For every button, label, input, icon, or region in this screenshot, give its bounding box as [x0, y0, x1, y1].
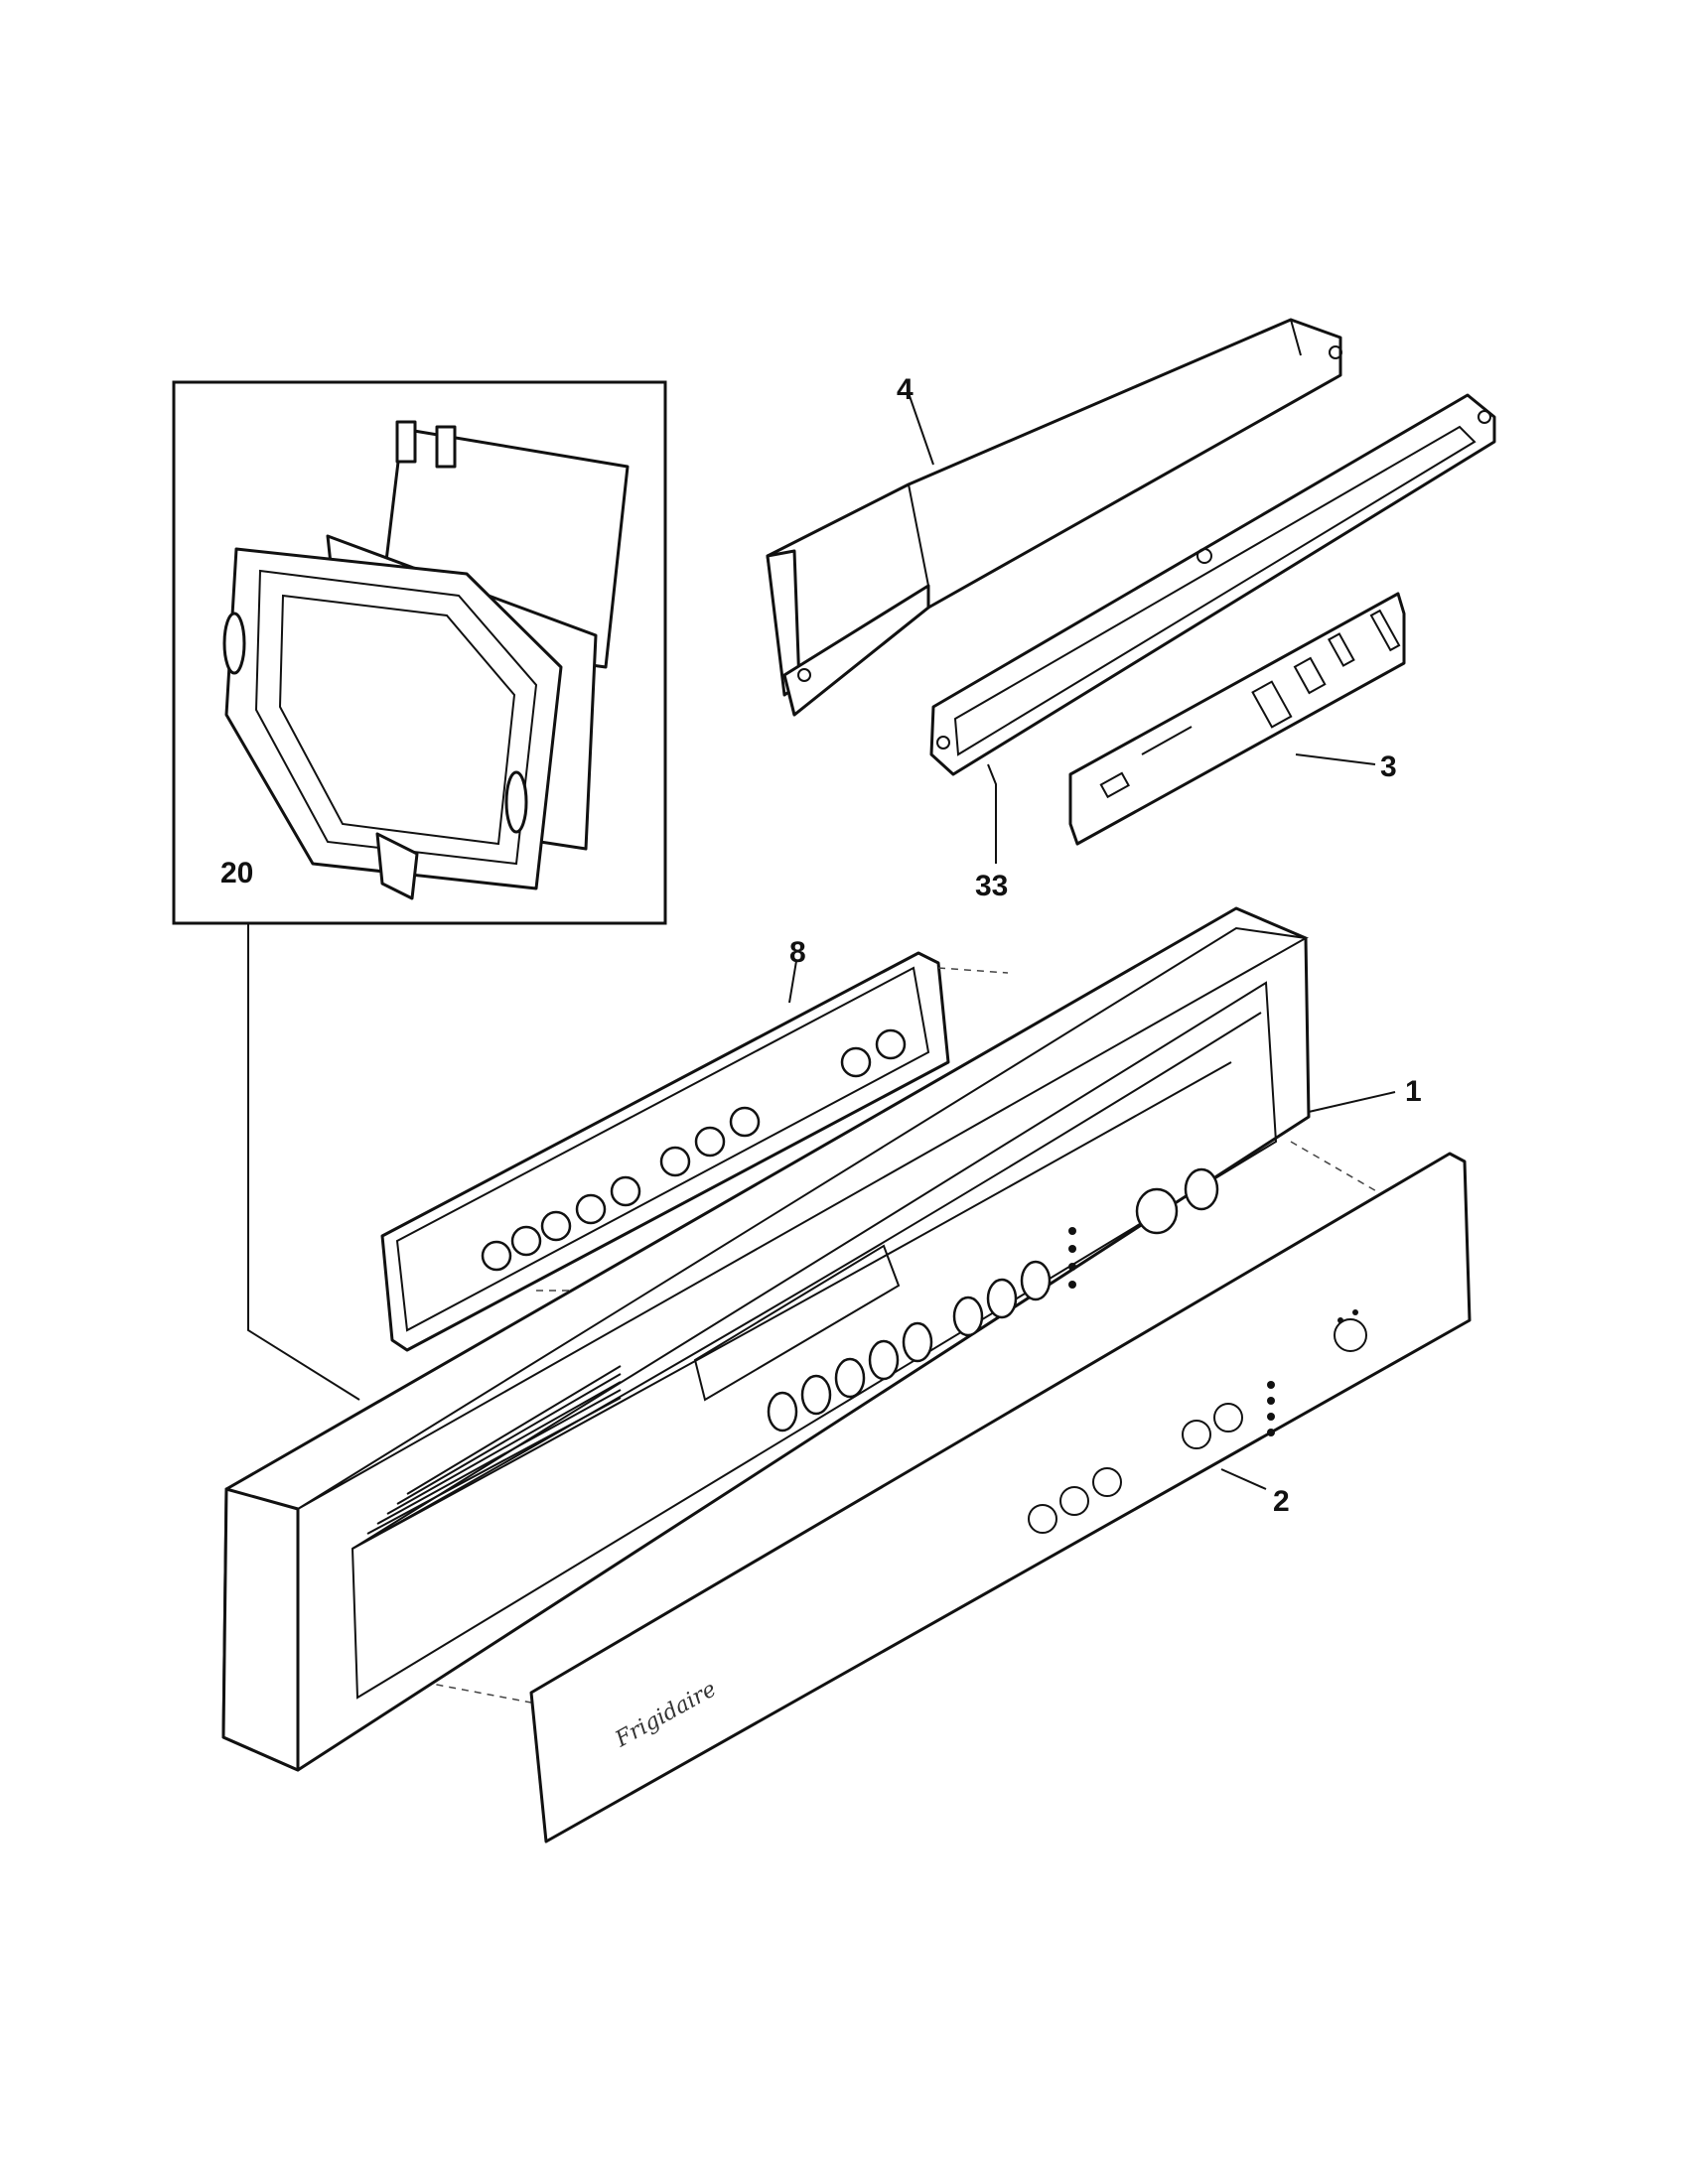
- console-buttons: [767, 1167, 1219, 1433]
- inset-box: [172, 380, 667, 925]
- callout-33: 33: [975, 870, 1009, 902]
- callout-4: 4: [897, 373, 914, 406]
- dispenser-part-20: [222, 420, 630, 900]
- gasket-part-33: [929, 393, 1496, 776]
- leader-8: [788, 960, 797, 1004]
- vent-slots: [366, 1365, 622, 1535]
- inset-leader-line: [247, 923, 360, 1401]
- callout-2: 2: [1273, 1485, 1290, 1518]
- switch-board-part-8: [380, 951, 950, 1352]
- callout-20: 20: [220, 857, 254, 889]
- switch-buttons: [481, 1028, 907, 1272]
- leader-3: [1295, 753, 1376, 765]
- leader-33: [987, 763, 997, 864]
- control-cover-part-4: [766, 318, 1342, 717]
- leader-2: [1220, 1468, 1267, 1490]
- callout-1: 1: [1405, 1075, 1422, 1108]
- callout-8: 8: [789, 936, 806, 969]
- overlay-part-2: Frigidaire: [529, 1152, 1472, 1843]
- console-panel-part-1: [221, 906, 1311, 1772]
- overlay-markings: [1028, 1309, 1367, 1534]
- circuit-board-part-3: [1068, 592, 1406, 846]
- leader-4: [908, 392, 934, 466]
- leader-1: [1308, 1091, 1396, 1113]
- callout-3: 3: [1380, 751, 1397, 783]
